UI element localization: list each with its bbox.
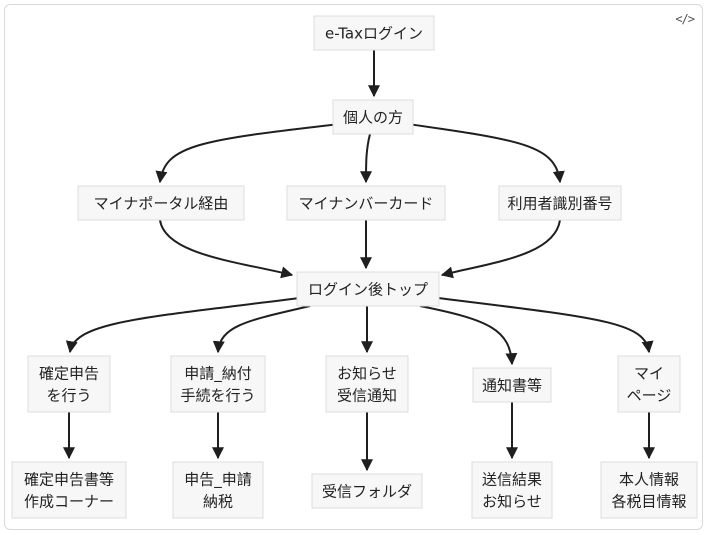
edge-top-to-tsuchi <box>419 305 518 366</box>
node-label: 納税 <box>203 493 233 511</box>
node-jushin-folder[interactable]: 受信フォルダ <box>311 473 423 509</box>
node-label: ログイン後トップ <box>308 281 428 299</box>
node-userid[interactable]: 利用者識別番号 <box>498 185 622 221</box>
edge-mynaportal-to-top <box>159 219 294 279</box>
edge-top-to-shinsei <box>212 305 311 354</box>
node-box <box>27 355 111 413</box>
node-mynacard[interactable]: マイナンバーカード <box>286 185 446 221</box>
node-box <box>313 15 435 51</box>
node-label: 各税目情報 <box>611 493 686 511</box>
node-individual[interactable]: 個人の方 <box>332 99 414 135</box>
node-label: 個人の方 <box>343 109 403 127</box>
node-label: 作成コーナー <box>24 493 114 511</box>
node-box <box>311 473 423 509</box>
node-label: を行う <box>46 387 91 405</box>
node-box <box>170 355 266 413</box>
node-box <box>325 355 409 413</box>
node-box <box>296 271 440 307</box>
node-label: マイナポータル経由 <box>94 195 229 213</box>
code-icon[interactable]: </> <box>675 12 695 26</box>
node-label: 受信フォルダ <box>322 483 412 501</box>
node-label: 受信通知 <box>337 387 397 405</box>
node-label: 手続を行う <box>180 387 255 405</box>
node-label: 確定申告書等 <box>24 471 114 489</box>
node-label: 本人情報 <box>619 471 679 489</box>
node-label: 確定申告 <box>39 365 99 383</box>
node-box <box>172 461 264 519</box>
node-label: お知らせ <box>337 365 397 383</box>
node-box <box>471 461 553 519</box>
node-label: 送信結果 <box>482 471 542 489</box>
node-box <box>77 185 245 221</box>
node-box <box>332 99 414 135</box>
node-box <box>498 185 622 221</box>
node-box <box>286 185 446 221</box>
node-label: e-Taxログイン <box>325 25 423 43</box>
node-label: 申請_納付 <box>184 365 252 384</box>
diagram-frame <box>4 4 703 530</box>
edge-individual-to-mynaportal <box>155 123 341 184</box>
node-box <box>600 461 698 519</box>
edge-top-to-mypage <box>437 297 654 354</box>
node-label: ページ <box>627 387 672 405</box>
edge-individual-to-mynacard <box>360 133 373 184</box>
edge-top-to-kakutei <box>65 297 301 354</box>
edge-userid-to-top <box>440 219 561 279</box>
node-top[interactable]: ログイン後トップ <box>296 271 440 307</box>
edges-layer <box>63 50 655 472</box>
node-label: マイ <box>634 365 664 383</box>
node-box <box>11 461 127 519</box>
edge-individual-to-userid <box>407 123 565 184</box>
node-box <box>617 355 681 413</box>
node-login[interactable]: e-Taxログイン <box>313 15 435 51</box>
node-label: マイナンバーカード <box>299 195 434 213</box>
node-label: 利用者識別番号 <box>507 195 612 213</box>
node-label: 申告_申請 <box>184 471 252 490</box>
node-label: お知らせ <box>482 493 542 511</box>
node-label: 通知書等 <box>482 377 542 395</box>
node-box <box>472 367 552 403</box>
node-tsuchi[interactable]: 通知書等 <box>472 367 552 403</box>
node-mynaportal[interactable]: マイナポータル経由 <box>77 185 245 221</box>
